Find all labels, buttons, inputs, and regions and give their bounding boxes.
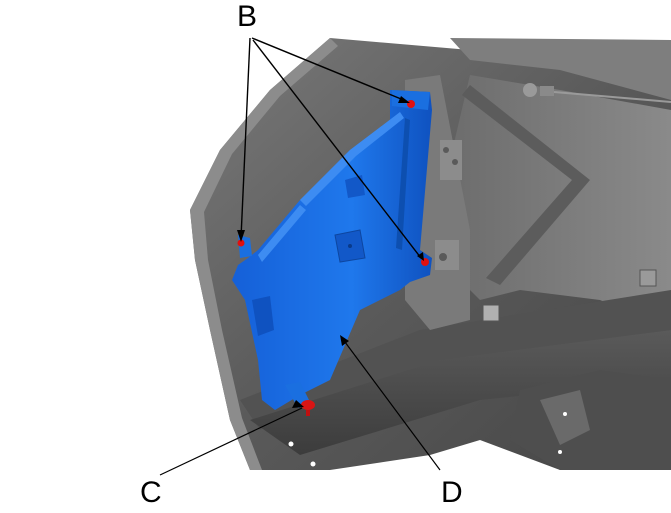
- callout-label-b: B: [237, 0, 258, 33]
- fasteners: [237, 100, 429, 416]
- fastener-b-top: [407, 100, 415, 108]
- callout-label-d: D: [441, 476, 463, 509]
- leader-lines: [159, 37, 441, 476]
- fastener-c: [301, 400, 315, 410]
- fastener-b-left: [237, 239, 245, 247]
- callout-label-c: C: [140, 476, 162, 509]
- side-bracket-part: [232, 90, 432, 410]
- arrowheads: [237, 96, 424, 408]
